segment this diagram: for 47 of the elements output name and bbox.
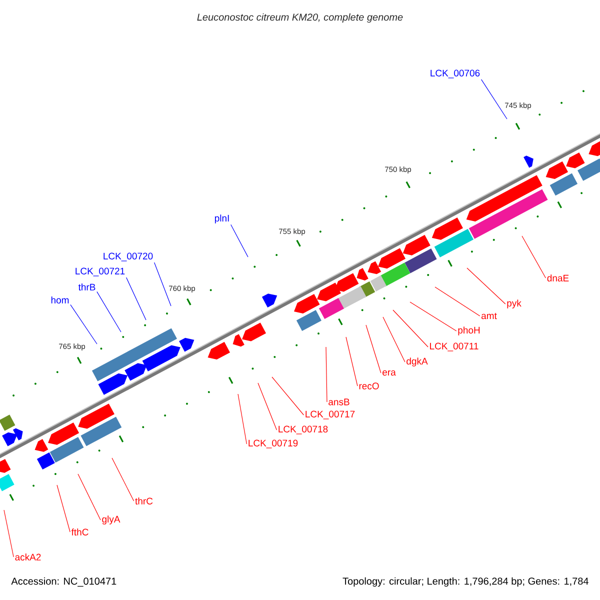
leader-line — [230, 224, 248, 258]
gene-label: ansB — [328, 398, 350, 406]
leader-line — [126, 277, 146, 320]
leader-line — [434, 286, 480, 316]
leader-line — [481, 79, 508, 120]
leader-line — [258, 382, 278, 430]
gene-label: pyk — [507, 300, 522, 308]
gene-label: LCK_00718 — [278, 426, 328, 434]
leader-line — [154, 262, 172, 306]
leader-line — [366, 324, 382, 374]
gene-label: LCK_00719 — [248, 440, 298, 448]
gene-label: LCK_00720 — [104, 252, 153, 262]
gene-label: amt — [482, 312, 497, 320]
leader-line — [326, 346, 328, 402]
leader-line — [238, 394, 248, 444]
leader-line — [392, 310, 428, 348]
gene-label: phoH — [458, 326, 480, 336]
footer-text: Topology: circular; Length: 1,796,284 bp; Genes: 1,784 — [342, 577, 588, 587]
gene-label: recO — [359, 382, 379, 390]
leader-line — [410, 302, 457, 332]
leader-line — [112, 458, 134, 502]
gene-label: plnI — [214, 214, 229, 224]
leader-line — [466, 268, 506, 304]
leader-line — [4, 510, 14, 558]
gene-label: era — [382, 370, 396, 376]
gene-label: dgkA — [406, 358, 428, 366]
gene-label: dnaE — [547, 274, 569, 282]
gene-label: LCK_00706 — [430, 70, 480, 78]
leader-line — [56, 484, 70, 532]
gene-label: LCK_00717 — [306, 410, 355, 420]
gene-label: ackA2 — [15, 554, 41, 560]
gene-label: LCK_00711 — [430, 342, 478, 352]
leader-line — [382, 316, 406, 362]
leader-line — [272, 376, 304, 416]
footer-text: Accession: NC_010471 — [11, 577, 116, 587]
title: Leuconostoc citreum KM20, complete genome — [197, 13, 403, 23]
gene-label: LCK_00721 — [76, 268, 125, 276]
gene-label: hom — [51, 296, 69, 304]
leader-line — [70, 304, 98, 344]
leader-line — [522, 236, 546, 278]
leader-line — [96, 291, 122, 332]
gene-label: thrB — [78, 284, 96, 290]
leader-line — [78, 474, 101, 520]
gene-label: fthC — [71, 528, 88, 536]
leader-line — [346, 336, 358, 386]
gene-label: thrC — [135, 498, 153, 504]
gene-label: glyA — [102, 516, 120, 524]
